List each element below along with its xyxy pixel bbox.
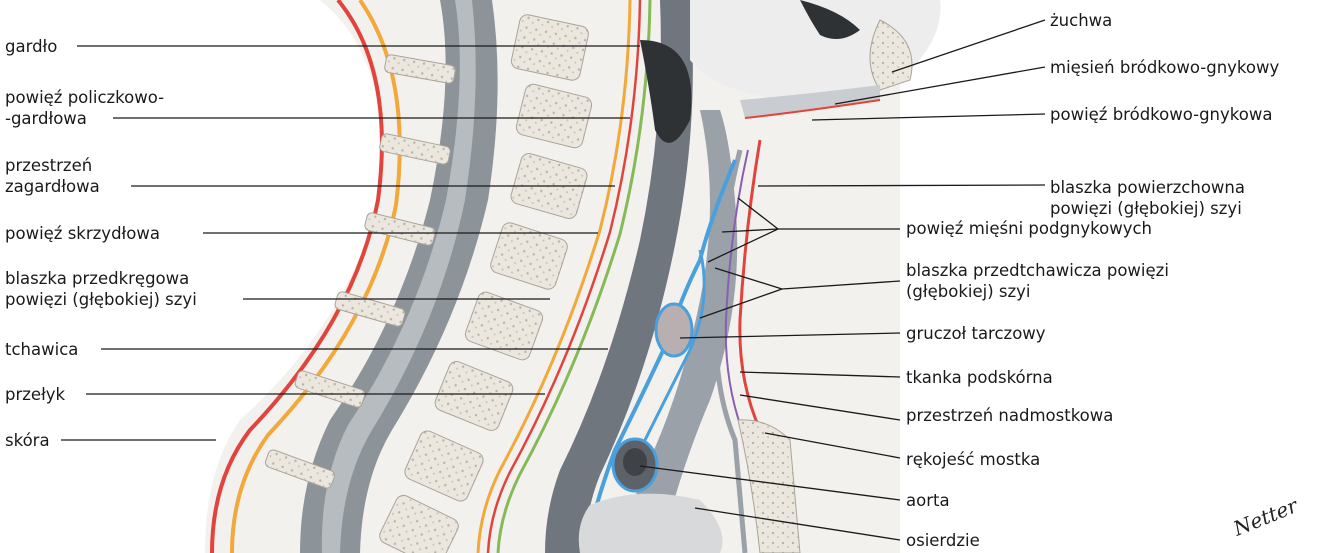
label-line-1: powięź mięśni podgnykowych bbox=[906, 218, 1152, 239]
label-blaszka-przedkregowa: blaszka przedkręgowa powięzi (głębokiej)… bbox=[5, 268, 197, 310]
label-line-1: gruczoł tarczowy bbox=[906, 323, 1046, 344]
label-line-1: osierdzie bbox=[906, 530, 980, 551]
label-line-1: skóra bbox=[5, 430, 50, 451]
label-line-1: rękojeść mostka bbox=[906, 449, 1040, 470]
label-aorta: aorta bbox=[906, 490, 950, 511]
label-line-1: mięsień bródkowo-gnykowy bbox=[1050, 57, 1279, 78]
label-osierdzie: osierdzie bbox=[906, 530, 980, 551]
label-line-1: blaszka przedtchawicza powięzi bbox=[906, 260, 1169, 281]
label-line-1: przełyk bbox=[5, 384, 65, 405]
label-line-1: powięź skrzydłowa bbox=[5, 223, 160, 244]
label-line-1: tchawica bbox=[5, 339, 78, 360]
label-zuchwa: żuchwa bbox=[1050, 10, 1112, 31]
label-powiez-miesni-podgnykowych: powięź mięśni podgnykowych bbox=[906, 218, 1152, 239]
label-line-1: aorta bbox=[906, 490, 950, 511]
label-gardlo-text: gardło bbox=[5, 36, 57, 57]
label-line-2: powięzi (głębokiej) szyi bbox=[1050, 198, 1245, 219]
label-gardlo: gardło bbox=[5, 36, 57, 57]
thyroid-gland bbox=[656, 304, 692, 356]
label-line-1: powięź bródkowo-gnykowa bbox=[1050, 104, 1272, 125]
label-line-1: powięź policzkowo- bbox=[5, 87, 164, 108]
label-line-2: -gardłowa bbox=[5, 108, 164, 129]
label-line-1: blaszka powierzchowna bbox=[1050, 177, 1245, 198]
label-line-1: tkanka podskórna bbox=[906, 367, 1053, 388]
label-line-1: blaszka przedkręgowa bbox=[5, 268, 197, 289]
label-tchawica: tchawica bbox=[5, 339, 78, 360]
label-gruczol-tarczowy: gruczoł tarczowy bbox=[906, 323, 1046, 344]
label-przelyk: przełyk bbox=[5, 384, 65, 405]
label-przestrzen-nadmostkowa: przestrzeń nadmostkowa bbox=[906, 405, 1113, 426]
label-miesien-brodkowo-gnykowy: mięsień bródkowo-gnykowy bbox=[1050, 57, 1279, 78]
label-line-2: zagardłowa bbox=[5, 176, 100, 197]
label-tkanka-podskorna: tkanka podskórna bbox=[906, 367, 1053, 388]
label-powiez-brodkowo-gnykowa: powięź bródkowo-gnykowa bbox=[1050, 104, 1272, 125]
label-powiez-policzkowo-gardlowa: powięź policzkowo- -gardłowa bbox=[5, 87, 164, 129]
label-przestrzen-zagardlowa: przestrzeń zagardłowa bbox=[5, 155, 100, 197]
label-powiez-skrzydlowa: powięź skrzydłowa bbox=[5, 223, 160, 244]
label-line-1: przestrzeń nadmostkowa bbox=[906, 405, 1113, 426]
label-blaszka-powierzchowna: blaszka powierzchowna powięzi (głębokiej… bbox=[1050, 177, 1245, 219]
label-line-2: powięzi (głębokiej) szyi bbox=[5, 289, 197, 310]
label-skora: skóra bbox=[5, 430, 50, 451]
label-rekojesc-mostka: rękojeść mostka bbox=[906, 449, 1040, 470]
pericardium bbox=[579, 494, 723, 553]
label-line-1: żuchwa bbox=[1050, 10, 1112, 31]
label-blaszka-przedtchawicza: blaszka przedtchawicza powięzi (głębokie… bbox=[906, 260, 1169, 302]
label-line-2: (głębokiej) szyi bbox=[906, 281, 1169, 302]
label-line-1: przestrzeń bbox=[5, 155, 100, 176]
